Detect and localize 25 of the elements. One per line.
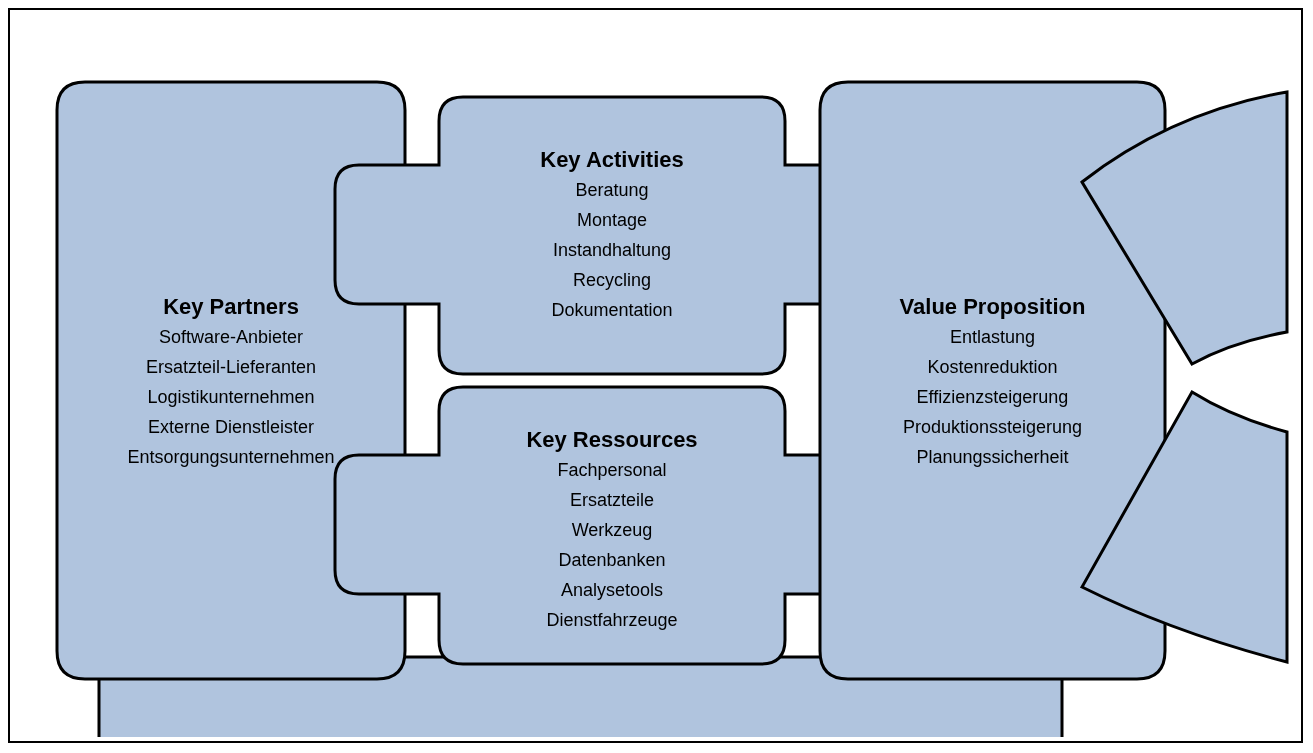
list-item: Ersatzteil-Lieferanten bbox=[145, 356, 317, 379]
list-item: Werkzeug bbox=[571, 519, 653, 542]
list-item: Software-Anbieter bbox=[158, 326, 304, 349]
section-heading: Value Proposition bbox=[899, 293, 1086, 321]
list-item: Recycling bbox=[573, 269, 651, 292]
list-item: Kostenreduktion bbox=[927, 356, 1058, 379]
list-item: Instandhaltung bbox=[552, 239, 672, 262]
list-item: Planungssicherheit bbox=[916, 446, 1069, 469]
list-item: Dienstfahrzeuge bbox=[546, 609, 678, 632]
list-item: Datenbanken bbox=[558, 549, 666, 572]
list-item: Dokumentation bbox=[551, 299, 673, 322]
list-item: Produktionssteigerung bbox=[902, 416, 1083, 439]
section-heading: Key Partners bbox=[163, 293, 299, 321]
list-item: Fachpersonal bbox=[557, 459, 667, 482]
list-item: Ersatzteile bbox=[569, 489, 654, 512]
section-heading: Key Ressources bbox=[526, 426, 698, 454]
list-item: Externe Dienstleister bbox=[147, 416, 315, 439]
list-item: Entlastung bbox=[949, 326, 1036, 349]
list-item: Beratung bbox=[575, 179, 649, 202]
section-heading: Key Activities bbox=[540, 146, 684, 174]
list-item: Entsorgungsunternehmen bbox=[127, 446, 335, 469]
list-item: Effizienzsteigerung bbox=[916, 386, 1069, 409]
list-item: Logistikunternehmen bbox=[147, 386, 315, 409]
list-item: Analysetools bbox=[560, 579, 664, 602]
list-item: Montage bbox=[576, 209, 648, 232]
